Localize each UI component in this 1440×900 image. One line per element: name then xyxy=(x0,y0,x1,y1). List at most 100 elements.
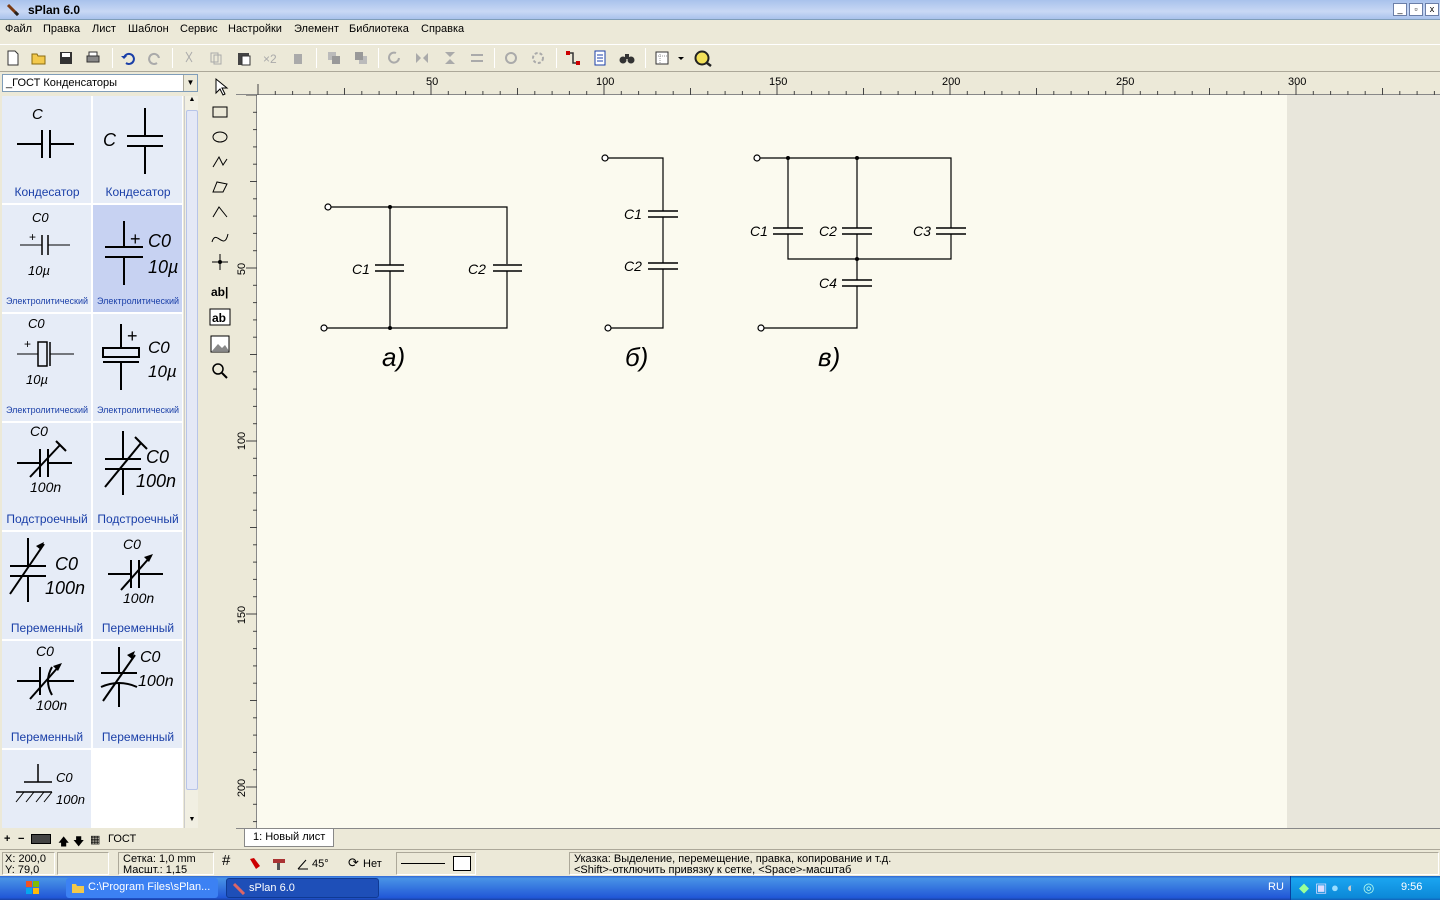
clock[interactable]: 9:56 xyxy=(1401,881,1423,893)
minimize-button[interactable]: _ xyxy=(1393,3,1407,16)
paste-icon[interactable] xyxy=(235,49,253,67)
tray-network-icon[interactable]: ◆ xyxy=(1299,880,1309,895)
chevron-down-icon[interactable] xyxy=(676,49,686,67)
menu-help[interactable]: Справка xyxy=(421,23,465,35)
angle-value[interactable]: 45° xyxy=(312,858,329,870)
menu-sheet[interactable]: Лист xyxy=(92,23,116,35)
save-icon[interactable] xyxy=(57,49,75,67)
library-item-electrolytic-selected[interactable]: + C0 10µ Электролитический xyxy=(93,205,183,313)
remove-icon[interactable]: − xyxy=(18,833,25,845)
add-icon[interactable]: + xyxy=(4,833,11,845)
rectangle-tool-icon[interactable] xyxy=(209,101,231,123)
svg-text:×2: ×2 xyxy=(263,52,277,66)
magnet-snap-icon[interactable] xyxy=(247,857,263,871)
parts-list-icon[interactable] xyxy=(591,49,609,67)
library-item-capacitor-vertical[interactable]: C Кондесатор xyxy=(93,96,183,204)
taskbar-explorer-window[interactable]: C:\Program Files\sPlan... xyxy=(66,878,218,898)
maximize-button[interactable]: ▫ xyxy=(1409,3,1423,16)
menu-edit[interactable]: Правка xyxy=(43,23,81,35)
scroll-up-icon[interactable]: ▲ xyxy=(188,96,196,103)
align-icon[interactable] xyxy=(468,49,486,67)
menu-element[interactable]: Элемент xyxy=(294,23,339,35)
angle-icon[interactable] xyxy=(296,857,310,871)
redo-icon[interactable] xyxy=(146,49,164,67)
menu-template[interactable]: Шаблон xyxy=(128,23,169,35)
textbox-tool-icon[interactable]: ab xyxy=(209,306,231,328)
undo-icon[interactable] xyxy=(119,49,137,67)
move-down-icon[interactable]: 🡇 xyxy=(73,836,85,848)
library-item-variable-2[interactable]: C0 100n Переменный xyxy=(93,532,183,640)
text-tool-icon[interactable]: ab| xyxy=(209,280,231,302)
variable-capacitor-horizontal-icon xyxy=(108,554,163,591)
menu-settings[interactable]: Настройки xyxy=(228,23,282,35)
menu-service[interactable]: Сервис xyxy=(180,23,218,35)
copy-icon[interactable] xyxy=(207,49,225,67)
page-setup-icon[interactable] xyxy=(653,49,671,67)
library-group-label[interactable]: ГОСТ xyxy=(108,833,137,845)
library-scrollbar[interactable]: ▲ ▼ xyxy=(184,96,198,828)
library-item-variable[interactable]: C0 100n Переменный xyxy=(2,532,92,640)
bezier-tool-icon[interactable] xyxy=(209,226,231,248)
connect-icon[interactable] xyxy=(564,49,582,67)
drawing-canvas[interactable]: C1 C2 а) C1 C2 б) C1 C2 C3 C4 в) xyxy=(257,95,1440,828)
library-select[interactable]: _ГОСТ Конденсаторы ▼ xyxy=(2,74,198,92)
tray-monitor-icon[interactable]: ▣ xyxy=(1315,880,1328,895)
close-button[interactable]: x xyxy=(1425,3,1439,16)
send-back-icon[interactable] xyxy=(352,49,370,67)
zoom-fit-icon[interactable] xyxy=(692,49,714,67)
library-item-capacitor[interactable]: C Кондесатор xyxy=(2,96,92,204)
mirror-vertical-icon[interactable] xyxy=(441,49,459,67)
library-item-electrolytic-3[interactable]: + C0 10µ Электролитический xyxy=(93,314,183,422)
ungroup-icon[interactable] xyxy=(529,49,547,67)
cut-icon[interactable] xyxy=(180,49,198,67)
pen-icon[interactable] xyxy=(271,857,287,871)
move-up-icon[interactable]: 🡅 xyxy=(58,836,70,848)
polyline-tool-icon[interactable] xyxy=(209,201,231,223)
line-style-box[interactable] xyxy=(396,852,476,875)
library-item-trimmer[interactable]: C0 100n Подстроечный xyxy=(2,423,92,531)
snap-value[interactable]: Нет xyxy=(363,858,382,870)
print-icon[interactable] xyxy=(84,49,102,67)
mirror-horizontal-icon[interactable] xyxy=(413,49,431,67)
group-icon[interactable] xyxy=(502,49,520,67)
tray-volume-icon[interactable]: ◐ xyxy=(1347,880,1355,895)
rename-icon[interactable] xyxy=(31,834,51,844)
windows-start-icon[interactable] xyxy=(24,879,42,897)
junction-tool-icon[interactable] xyxy=(209,251,231,273)
rotate-snap-icon[interactable]: ⟳ xyxy=(348,855,359,870)
duplicate-x2-icon[interactable]: ×2 xyxy=(262,49,280,67)
menu-library[interactable]: Библиотека xyxy=(349,23,409,35)
taskbar-splan-window[interactable]: sPlan 6.0 xyxy=(226,878,379,898)
fill-style-sample[interactable] xyxy=(453,856,471,871)
bring-front-icon[interactable] xyxy=(325,49,343,67)
polygon-tool-icon[interactable] xyxy=(209,176,231,198)
drawing-sheet[interactable]: C1 C2 а) C1 C2 б) C1 C2 C3 C4 в) xyxy=(257,95,1287,828)
library-item-variable-4[interactable]: C0 100n Переменный xyxy=(93,641,183,749)
tray-security-icon[interactable]: ◎ xyxy=(1363,880,1375,895)
scroll-down-icon[interactable]: ▼ xyxy=(188,816,196,823)
ellipse-tool-icon[interactable] xyxy=(209,126,231,148)
chevron-down-icon[interactable]: ▼ xyxy=(183,75,197,91)
image-tool-icon[interactable] xyxy=(209,333,231,355)
grid-toggle-icon[interactable]: # xyxy=(222,852,231,869)
library-scroll-thumb[interactable] xyxy=(186,110,198,790)
open-folder-icon[interactable] xyxy=(30,49,48,67)
pointer-icon[interactable] xyxy=(209,76,231,98)
rotate-icon[interactable] xyxy=(386,49,404,67)
item-label: Кондесатор xyxy=(14,185,80,199)
menu-file[interactable]: Файл xyxy=(5,23,33,35)
binoculars-icon[interactable] xyxy=(618,49,636,67)
label-c-c2: C2 xyxy=(819,223,837,239)
delete-icon[interactable] xyxy=(289,49,307,67)
new-file-icon[interactable] xyxy=(4,49,22,67)
zoom-tool-icon[interactable] xyxy=(209,360,231,382)
tray-update-icon[interactable]: ● xyxy=(1331,880,1339,895)
library-item-variable-3[interactable]: C0 100n Переменный xyxy=(2,641,92,749)
sheet-tab-1[interactable]: 1: Новый лист xyxy=(244,829,335,847)
library-item-trimmer-2[interactable]: C0 100n Подстроечный xyxy=(93,423,183,531)
library-item-feedthrough[interactable]: C0 100n xyxy=(2,750,92,828)
library-item-electrolytic[interactable]: + C0 10µ Электролитический xyxy=(2,205,92,313)
line-tool-icon[interactable] xyxy=(209,151,231,173)
library-item-electrolytic-2[interactable]: + C0 10µ Электролитический xyxy=(2,314,92,422)
language-indicator[interactable]: RU xyxy=(1268,881,1284,893)
